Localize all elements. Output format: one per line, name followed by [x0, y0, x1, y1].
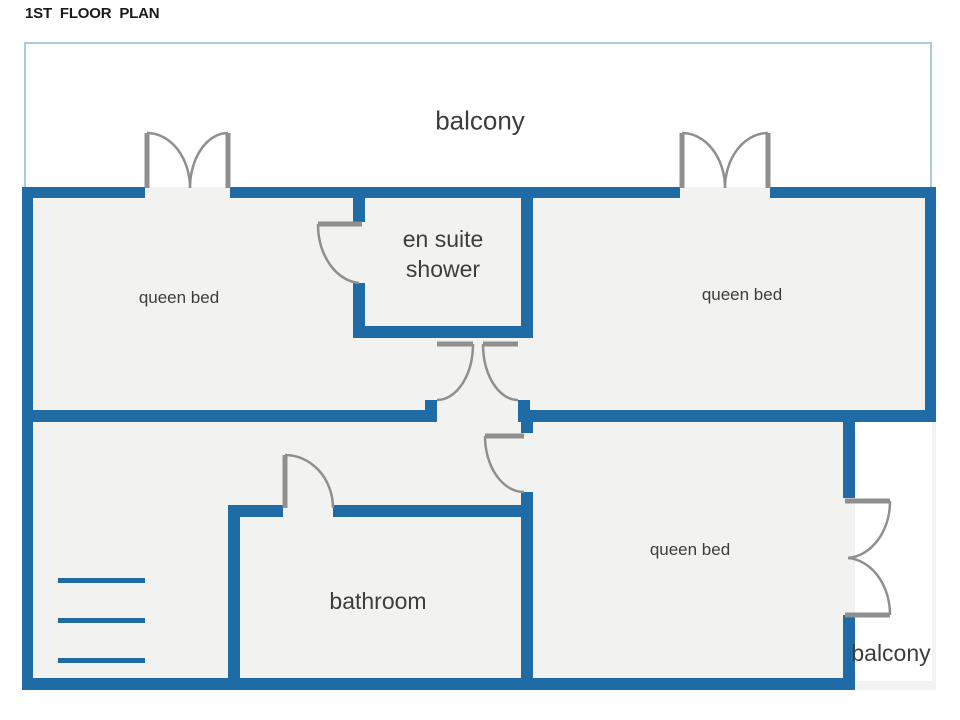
room-label-ensuite: en suite shower	[403, 224, 484, 284]
bedroom-lower-wall-right-lower	[843, 615, 855, 690]
wall-middle-left	[22, 410, 437, 422]
bathroom-wall-left	[228, 505, 240, 690]
room-label-bedroom-top-left: queen bed	[138, 288, 220, 307]
wall-top-left	[22, 187, 145, 198]
ensuite-wall-left-lower	[353, 283, 365, 338]
wall-middle-right	[518, 410, 936, 422]
stairs-line-1	[58, 578, 145, 583]
bathroom-wall-top-left	[228, 505, 283, 517]
center-wall-lower	[521, 492, 533, 690]
stairs-line-2	[58, 618, 145, 623]
room-label-bedroom-bottom-right: queen bed	[649, 540, 731, 559]
wall-top-middle	[230, 187, 680, 198]
ensuite-wall-left-upper	[353, 198, 365, 222]
center-wall-stub	[521, 422, 533, 433]
bathroom-wall-top-right	[333, 505, 533, 517]
room-label-ensuite-line2: shower	[405, 256, 481, 282]
wall-middle-stub-left	[425, 400, 437, 412]
stairs-line-3	[58, 658, 145, 663]
room-label-balcony-top: balcony	[435, 105, 525, 136]
center-wall-upper	[521, 198, 533, 338]
room-label-bedroom-top-right: queen bed	[701, 285, 783, 304]
room-label-balcony-bottom: balcony	[851, 640, 931, 666]
room-label-ensuite-line1: en suite	[402, 226, 484, 252]
floor-plan-title: 1ST FLOOR PLAN	[25, 5, 160, 22]
ensuite-wall-bottom	[353, 326, 533, 338]
wall-left	[22, 187, 33, 690]
wall-right-upper	[925, 187, 936, 422]
wall-middle-stub-right	[518, 400, 530, 412]
room-label-bathroom: bathroom	[329, 588, 427, 614]
building-interior	[22, 187, 936, 690]
wall-top-right	[770, 187, 936, 198]
bedroom-lower-wall-right-upper	[843, 422, 855, 498]
wall-bottom	[22, 678, 855, 690]
